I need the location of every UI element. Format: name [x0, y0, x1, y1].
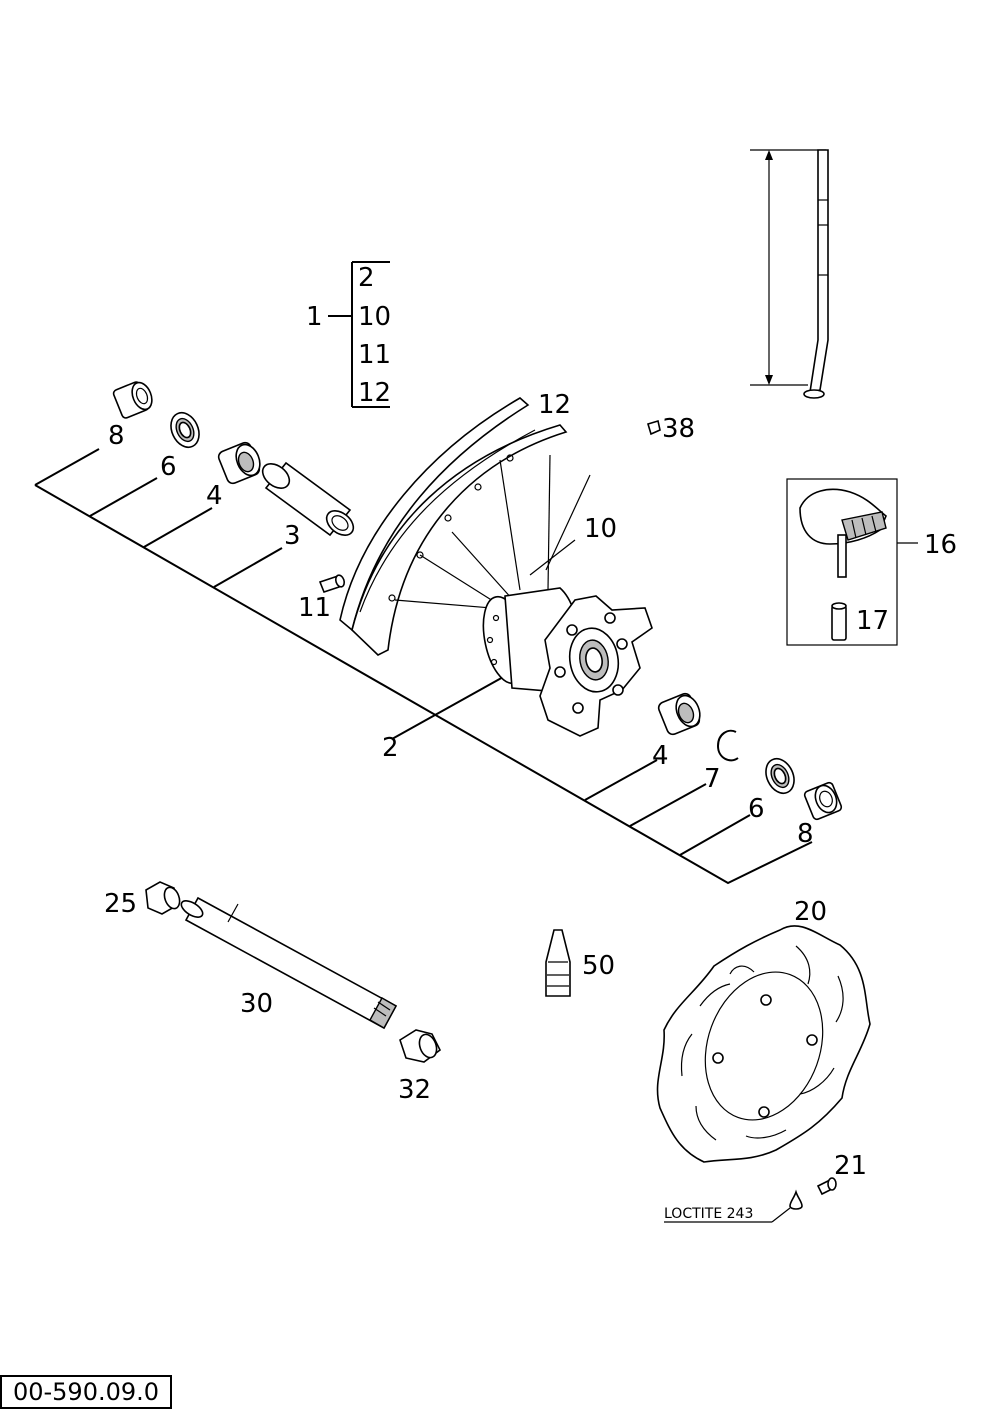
callout-label: 16 — [924, 530, 957, 560]
hub-part — [482, 587, 653, 737]
callout-label: 38 — [662, 414, 695, 444]
callout-label: 30 — [240, 989, 273, 1019]
spoke-length-reference — [750, 149, 829, 399]
assembly-group: 1 2 10 11 12 — [306, 261, 391, 408]
callout-label: 4 — [206, 481, 223, 511]
grease-tube-part — [545, 929, 571, 997]
group-parent-label: 1 — [306, 302, 323, 332]
group-member-label: 2 — [358, 263, 375, 293]
callout-label: 25 — [104, 889, 137, 919]
seal-ring-part — [112, 381, 153, 419]
spacer-sleeve-part — [261, 461, 355, 537]
callout-label: 6 — [160, 452, 177, 482]
drawing-number: 00-590.09.0 — [0, 1375, 172, 1409]
axle-nut-part — [145, 881, 181, 915]
callout-label: 6 — [748, 794, 765, 824]
loctite-note: LOCTITE 243 — [664, 1206, 753, 1222]
callout-label: 3 — [284, 521, 301, 551]
callout-label: 21 — [834, 1151, 867, 1181]
callout-label: 17 — [856, 606, 889, 636]
spoke-nipple-part — [318, 574, 346, 593]
callout-label: 12 — [538, 390, 571, 420]
rim-part — [339, 397, 568, 656]
callout-label: 11 — [298, 593, 331, 623]
bearing-part — [217, 441, 261, 485]
group-member-label: 10 — [358, 302, 391, 332]
callout-label: 8 — [108, 421, 125, 451]
callout-label: 8 — [797, 819, 814, 849]
small-cap-part — [647, 419, 661, 436]
brake-disc-part — [656, 925, 871, 1163]
callout-label: 10 — [584, 514, 617, 544]
callout-label: 32 — [398, 1075, 431, 1105]
shaft-seal-part — [170, 411, 200, 449]
circlip-part — [716, 729, 739, 762]
bearing-part — [657, 692, 701, 736]
shaft-seal-part — [765, 757, 795, 795]
callout-label: 20 — [794, 897, 827, 927]
callout-label: 50 — [582, 951, 615, 981]
callout-label: 4 — [652, 741, 669, 771]
axle-part — [180, 896, 398, 1030]
seal-ring-part — [803, 781, 843, 821]
axis-leader-lines — [34, 448, 813, 885]
callout-label: 2 — [382, 733, 399, 763]
valve-box — [786, 478, 918, 646]
leader-lines-misc — [529, 539, 576, 576]
callout-labels: 8 6 4 3 11 12 10 2 38 16 17 4 7 6 8 25 3… — [104, 390, 957, 1222]
group-member-label: 11 — [358, 340, 391, 370]
callout-label: 7 — [704, 764, 721, 794]
clamp-nut-part — [399, 1029, 442, 1063]
disc-bolt-part — [664, 1177, 837, 1223]
group-member-label: 12 — [358, 378, 391, 408]
